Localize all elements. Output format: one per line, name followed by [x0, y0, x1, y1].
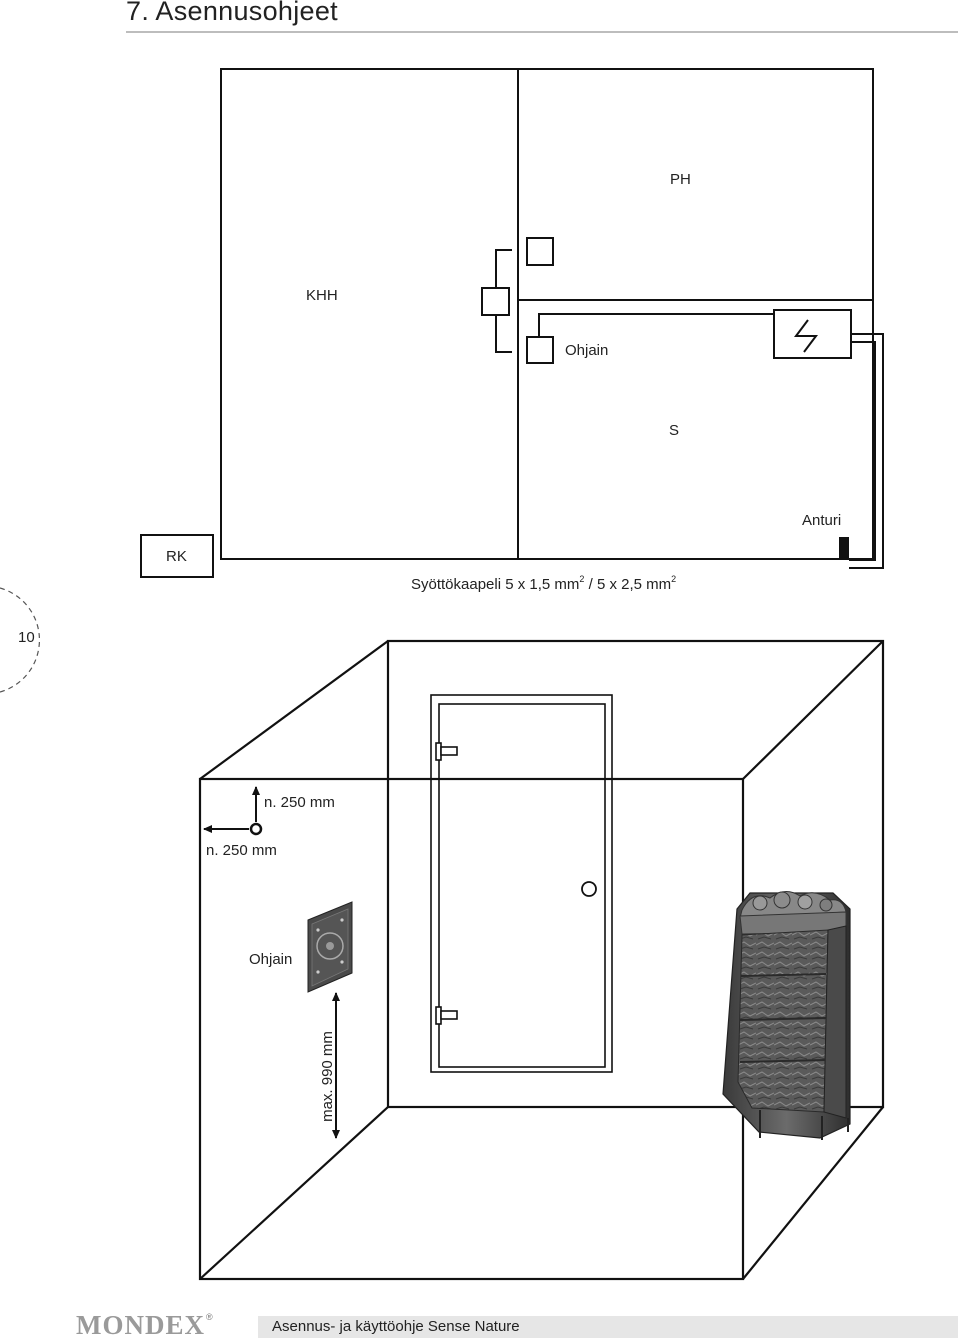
mount-point-icon	[249, 822, 263, 836]
dimension-arrows	[203, 786, 340, 1139]
sensor-icon	[839, 537, 849, 559]
room-outline	[220, 68, 874, 560]
heater-icon	[722, 891, 851, 1140]
logo-text: MONDEX	[76, 1310, 205, 1340]
wiring-diagram	[140, 68, 884, 578]
rk-box	[140, 534, 214, 578]
title-divider	[126, 31, 958, 33]
registered-mark: ®	[206, 1312, 214, 1322]
dashed-connector	[495, 249, 512, 353]
mondex-logo: MONDEX®	[76, 1310, 213, 1341]
label-dim-top: n. 250 mm	[264, 794, 335, 811]
label-rk: RK	[166, 548, 187, 565]
lightning-symbol	[794, 319, 818, 353]
heater-box	[773, 309, 852, 359]
label-ph: PH	[670, 171, 691, 188]
label-s: S	[669, 422, 680, 439]
ohjain-box	[526, 336, 554, 364]
control-panel-icon	[307, 901, 353, 993]
superscript-1: 2	[579, 574, 585, 584]
label-ohjain-room: Ohjain	[249, 951, 293, 968]
label-khh: KHH	[306, 287, 338, 304]
page-number: 10	[18, 629, 35, 646]
cable-spec: Syöttökaapeli 5 x 1,5 mm2 / 5 x 2,5 mm2	[411, 574, 677, 593]
page-title: 7. Asennusohjeet	[126, 0, 338, 26]
label-dim-max: max. 990 mm	[318, 1031, 336, 1122]
door	[430, 694, 613, 1073]
sensor-point-icon	[581, 881, 597, 897]
room-perspective	[198, 639, 885, 1281]
label-dim-left: n. 250 mm	[206, 842, 277, 859]
ph-module-box	[526, 237, 554, 266]
page-tab-outline	[0, 587, 40, 693]
cable-spec-part2: / 5 x 2,5 mm	[584, 576, 672, 593]
label-anturi: Anturi	[802, 512, 842, 529]
label-ohjain-wiring: Ohjain	[565, 342, 609, 359]
cable-spec-part1: Syöttökaapeli 5 x 1,5 mm	[411, 576, 580, 593]
footer-text: Asennus- ja käyttöohje Sense Nature	[272, 1318, 520, 1335]
footer-bar	[258, 1316, 958, 1338]
khh-box	[481, 287, 510, 316]
superscript-2: 2	[671, 574, 677, 584]
